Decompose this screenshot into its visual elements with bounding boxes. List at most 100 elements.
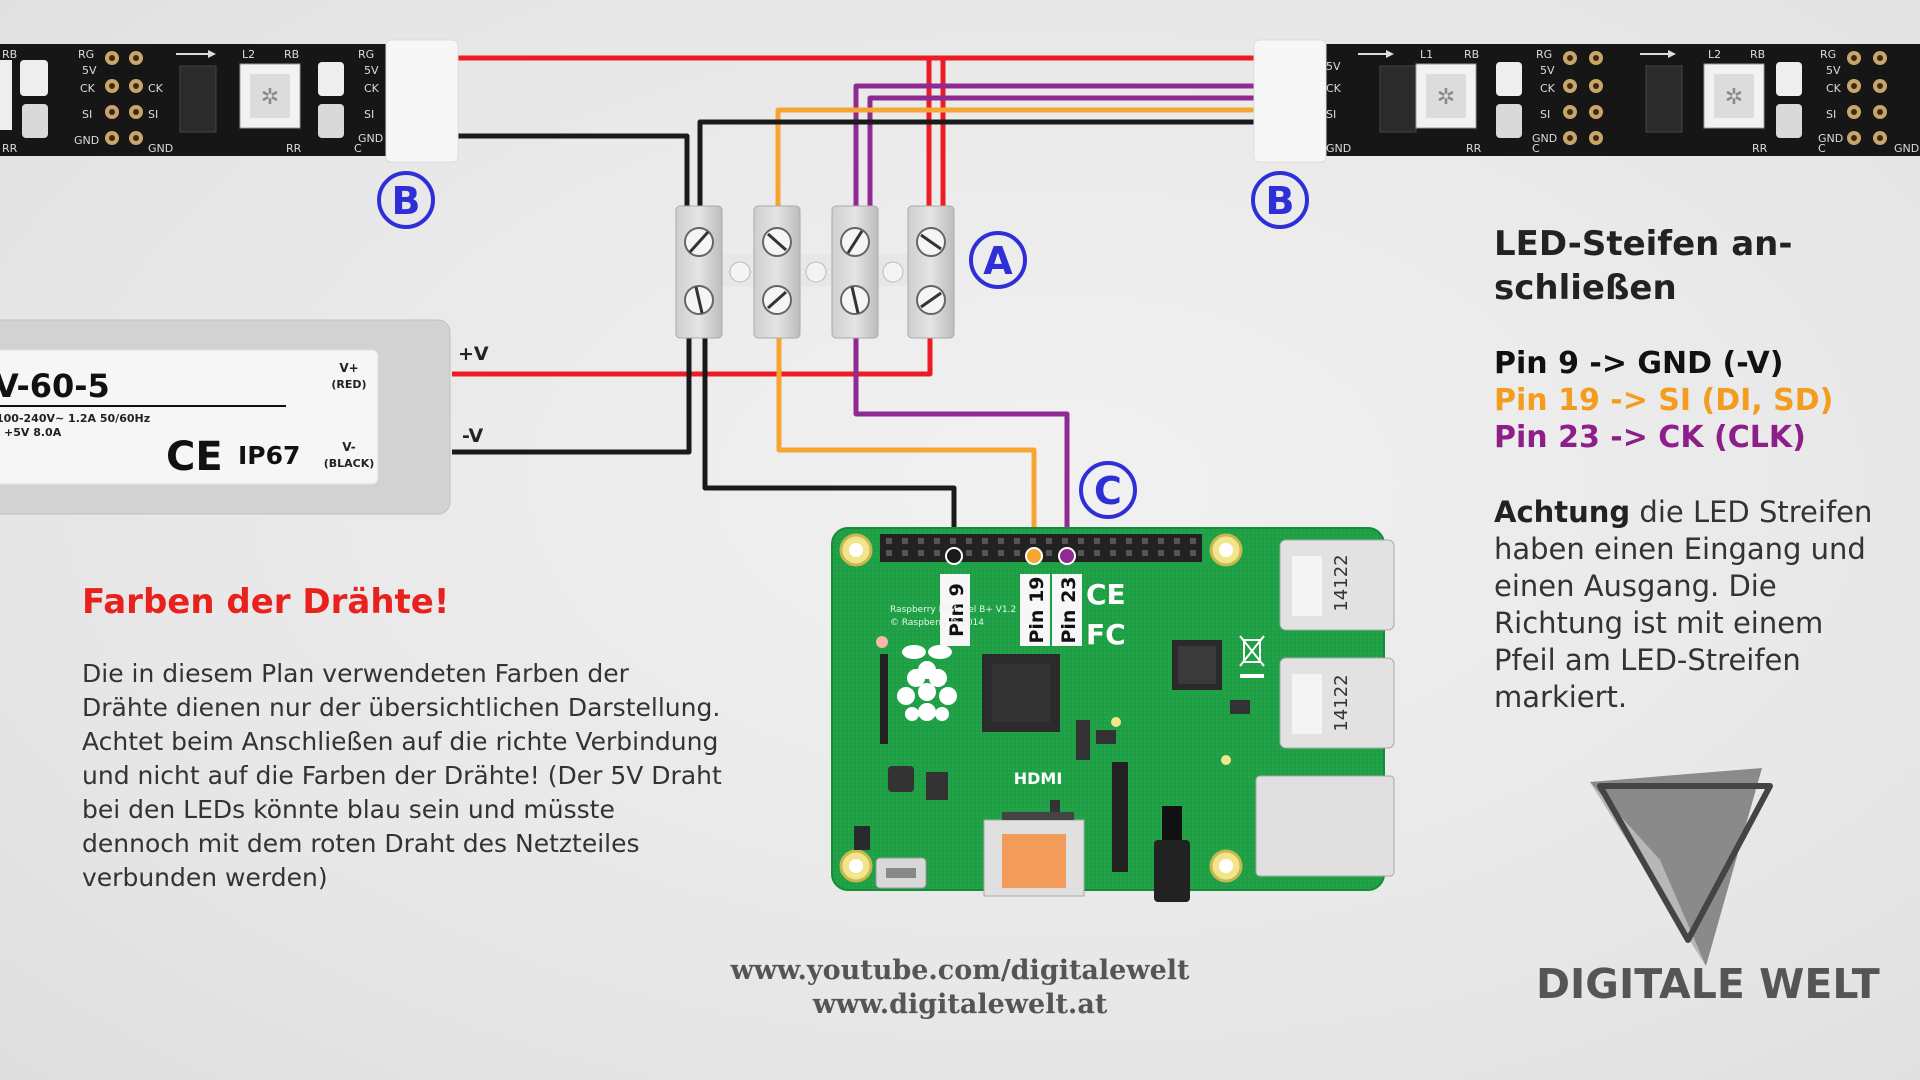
callout-a-label: A	[983, 239, 1013, 283]
callout-b-left: B	[377, 171, 435, 229]
strip-label: RB	[284, 48, 299, 61]
strip-label: SI	[1540, 108, 1550, 121]
digitale-welt-logo-icon	[1590, 768, 1773, 966]
strip-label: RR	[1752, 142, 1768, 155]
wire-red-psu	[452, 330, 933, 377]
strip-label: SI	[1326, 108, 1336, 121]
strip-label: 5V	[82, 64, 97, 77]
gpio-pin	[918, 538, 924, 544]
strip-connector-right	[1253, 39, 1327, 163]
gpio-pin	[1078, 538, 1084, 544]
strip-label: RR	[286, 142, 302, 155]
pi-brand-1: Raspberry Pi Model B+ V1.2	[890, 605, 1016, 615]
gpio-pin	[1014, 538, 1020, 544]
psu-black: (BLACK)	[324, 457, 375, 470]
strip-label: CK	[1326, 82, 1342, 95]
strip-label: C	[1818, 142, 1826, 155]
callout-b-label: B	[1266, 179, 1295, 223]
strip-label: CK	[364, 82, 380, 95]
wire-orange-top	[775, 107, 1257, 210]
wire-orange-pi	[776, 332, 1037, 556]
strip-label: GND	[74, 134, 99, 147]
strip-label: CK	[148, 82, 164, 95]
right-title-line-2: schließen	[1494, 268, 1677, 308]
gpio-pin	[886, 538, 892, 544]
strip-label: L2	[1708, 48, 1721, 61]
gpio-pin	[1174, 550, 1180, 556]
gpio-pin	[934, 550, 940, 556]
pin-19-label: Pin 19	[1026, 576, 1048, 643]
strip-label: C	[1532, 142, 1540, 155]
strip-connector-left	[385, 39, 459, 163]
wire-purple-top	[853, 83, 1257, 210]
strip-label: C	[354, 142, 362, 155]
hdmi-label: HDMI	[1014, 769, 1063, 788]
gpio-pin	[934, 538, 940, 544]
gpio-pin	[1110, 538, 1116, 544]
psu-red: (RED)	[331, 378, 366, 391]
gpio-pin	[982, 550, 988, 556]
right-title-line-1: LED-Steifen an-	[1494, 224, 1793, 264]
gpio-pin	[950, 538, 956, 544]
gpio-pin	[918, 550, 924, 556]
pin-mapping-si: Pin 19 -> SI (DI, SD)	[1494, 383, 1834, 418]
strip-label: SI	[82, 108, 92, 121]
pin-19-tag	[1020, 574, 1050, 646]
note-warning: Achtung	[1494, 495, 1631, 529]
fcc-mark-icon: FC	[1086, 618, 1126, 651]
raspberry-pi: 14122 14122 Pin 9 Pin 19 Pin 23 Raspberr…	[831, 527, 1395, 902]
strip-label: L2	[242, 48, 255, 61]
driver-chip	[179, 65, 217, 133]
strip-label: CK	[80, 82, 96, 95]
gpio-pin	[1046, 550, 1052, 556]
gpio-pin	[902, 538, 908, 544]
wire-colors-title: Farben der Drähte!	[82, 582, 450, 622]
gpio-pin	[1078, 550, 1084, 556]
strip-label: CK	[1540, 82, 1556, 95]
gpio-pin	[1094, 538, 1100, 544]
gpio-pin	[982, 538, 988, 544]
strip-label: RG	[1820, 48, 1836, 61]
svg-text:✲: ✲	[261, 85, 279, 110]
strip-label: RB	[1464, 48, 1479, 61]
pin-23-tag	[1052, 574, 1082, 646]
strip-label: GND	[1326, 142, 1351, 155]
callout-a: A	[969, 231, 1027, 289]
gpio-pin	[1158, 550, 1164, 556]
website-link[interactable]: www.digitalewelt.at	[812, 989, 1108, 1020]
direction-note: Achtung die LED Streifen haben einen Ein…	[1494, 494, 1894, 716]
strip-label: GND	[1894, 142, 1919, 155]
wire-black-pi	[702, 332, 957, 556]
gpio-pin	[998, 550, 1004, 556]
terminal-1	[675, 205, 723, 339]
strip-label: 5V	[1326, 60, 1341, 73]
psu-model: V-60-5	[0, 367, 110, 405]
gpio-pin	[886, 550, 892, 556]
callout-b-right: B	[1251, 171, 1309, 229]
strip-label: 5V	[1540, 64, 1555, 77]
psu-ip-rating: IP67	[238, 441, 300, 470]
gpio-pin	[1126, 538, 1132, 544]
right-panel-title: LED-Steifen an- schließen	[1494, 222, 1854, 310]
psu-vplus: V+	[339, 361, 358, 375]
strip-label: SI	[1826, 108, 1836, 121]
strip-label: L1	[1420, 48, 1433, 61]
raspberry-logo-icon	[897, 645, 957, 721]
weee-bin-icon	[1239, 635, 1265, 678]
pin-9-label: Pin 9	[946, 583, 968, 637]
gpio-pin	[1014, 550, 1020, 556]
gpio-pin	[902, 550, 908, 556]
arrow-right-icon	[1386, 50, 1394, 58]
youtube-link[interactable]: www.youtube.com/digitalewelt	[730, 955, 1190, 986]
usb-1-label: 14122	[1331, 554, 1352, 611]
strip-label: GND	[1532, 132, 1557, 145]
gpio-pin	[1046, 538, 1052, 544]
gpio-pin	[1190, 538, 1196, 544]
power-supply: V-60-5 100-240V~ 1.2A 50/60Hz +5V 8.0A C…	[0, 319, 489, 515]
strip-label: RB	[1750, 48, 1765, 61]
brand-name: DIGITALE WELT	[1536, 960, 1880, 1008]
pin-mapping-ck: Pin 23 -> CK (CLK)	[1494, 420, 1806, 455]
strip-label: RG	[78, 48, 94, 61]
driver-chip	[1645, 65, 1683, 133]
